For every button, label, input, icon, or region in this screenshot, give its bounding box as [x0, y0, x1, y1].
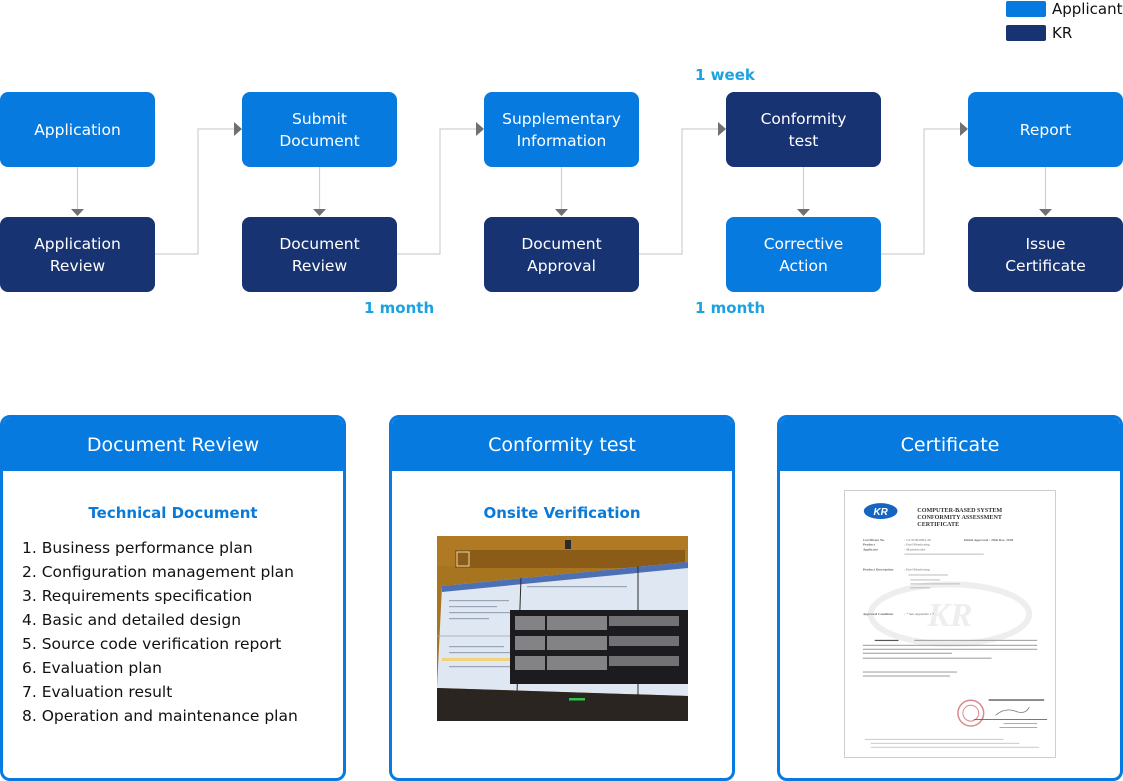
duration-label: 1 month	[695, 299, 766, 317]
field-value: : Fuel Monitoring	[904, 543, 929, 547]
arrow-down-icon	[797, 209, 810, 216]
field-value: : Fuel Monitoring	[904, 568, 929, 572]
legend-label: KR	[1052, 24, 1073, 42]
list-item: 7. Evaluation result	[22, 683, 173, 701]
node-document-review: Document Review	[242, 217, 397, 292]
field-label: Product	[863, 543, 876, 547]
legend-item-applicant: Applicant	[1006, 0, 1122, 18]
kr-logo-icon	[863, 503, 898, 519]
signature	[995, 707, 1030, 716]
node-label: Document Approval	[521, 234, 602, 275]
connector-line	[639, 128, 718, 255]
connector-line	[155, 128, 234, 255]
node-report: Report	[968, 92, 1123, 167]
field-label: Approval Condition	[863, 612, 893, 616]
panel-document-review: Document Review Technical Document 1. Bu…	[0, 415, 346, 781]
list-item: 4. Basic and detailed design	[22, 611, 242, 629]
list-item: 1. Business performance plan	[22, 539, 253, 557]
node-label: Document Review	[279, 234, 360, 275]
node-conformity-test: Conformity test	[726, 92, 881, 167]
certificate-heading: COMPUTER-BASED SYSTEM	[917, 508, 1002, 514]
panel-certificate: Certificate KR KR COMPUTER-BASED SYSTEM …	[777, 415, 1123, 781]
seal-icon	[957, 699, 985, 727]
field-value: : * See Appendix 1 *	[904, 612, 934, 616]
field-label: Product Description	[863, 568, 894, 572]
arrow-down-icon	[71, 209, 84, 216]
node-label: Application	[34, 120, 121, 139]
field-label: Certificate No.	[863, 538, 885, 542]
kr-watermark-text: KR	[927, 597, 973, 634]
panel-conformity-test: Conformity test Onsite Verification	[389, 415, 735, 781]
node-label: Issue Certificate	[1005, 234, 1086, 275]
legend-swatch-applicant	[1006, 1, 1046, 17]
connector-line	[881, 128, 960, 255]
list-item: 6. Evaluation plan	[22, 659, 162, 677]
node-supplementary-information: Supplementary Information	[484, 92, 639, 167]
arrow-down-icon	[555, 209, 568, 216]
duration-label: 1 month	[364, 299, 435, 317]
arrow-down-icon	[1039, 209, 1052, 216]
arrow-right-icon	[718, 122, 726, 136]
panel-title: Document Review	[3, 418, 343, 471]
kr-watermark-icon	[867, 581, 1033, 647]
flow-connectors	[71, 122, 1052, 255]
legend-swatch-kr	[1006, 25, 1046, 41]
node-issue-certificate: Issue Certificate	[968, 217, 1123, 292]
list-item: 5. Source code verification report	[22, 635, 282, 653]
panel-title: Certificate	[780, 418, 1120, 471]
onsite-verification-photo	[437, 536, 688, 721]
duration-label: 1 week	[695, 66, 755, 84]
node-submit-document: Submit Document	[242, 92, 397, 167]
list-item: 3. Requirements specification	[22, 587, 253, 605]
node-label: Supplementary Information	[502, 109, 621, 150]
node-label: Corrective Action	[763, 234, 844, 275]
kr-logo-text: KR	[874, 507, 889, 518]
node-application: Application	[0, 92, 155, 167]
field-value: : CCTCB-0001-20	[904, 538, 931, 542]
node-corrective-action: Corrective Action	[726, 217, 881, 292]
arrow-right-icon	[476, 122, 484, 136]
list-item: 8. Operation and maintenance plan	[22, 707, 298, 725]
arrow-right-icon	[234, 122, 242, 136]
legend-item-kr: KR	[1006, 24, 1072, 42]
certificate-heading: CERTIFICATE	[917, 522, 959, 528]
node-document-approval: Document Approval	[484, 217, 639, 292]
field-value: : Marineworks	[904, 548, 925, 552]
panel-title: Conformity test	[392, 418, 732, 471]
connector-line	[397, 128, 476, 255]
node-label: Conformity test	[760, 109, 847, 150]
node-label: Report	[1019, 120, 1072, 139]
node-label: Submit Document	[279, 109, 360, 150]
list-item: 2. Configuration management plan	[22, 563, 294, 581]
field-label: Applicant	[863, 548, 879, 552]
node-label: Application Review	[34, 234, 121, 275]
certificate-document: KR KR COMPUTER-BASED SYSTEM CONFORMITY A…	[844, 490, 1056, 758]
initial-approval: Initial Approval : 28th Dec, 2020	[964, 538, 1014, 542]
legend-label: Applicant	[1052, 0, 1123, 18]
panel-subtitle: Onsite Verification	[483, 504, 641, 522]
panel-subtitle: Technical Document	[88, 504, 258, 522]
technical-document-list: 1. Business performance plan 2. Configur…	[3, 536, 343, 728]
arrow-right-icon	[960, 122, 968, 136]
node-application-review: Application Review	[0, 217, 155, 292]
certificate-heading: CONFORMITY ASSESSMENT	[917, 515, 1002, 521]
arrow-down-icon	[313, 209, 326, 216]
